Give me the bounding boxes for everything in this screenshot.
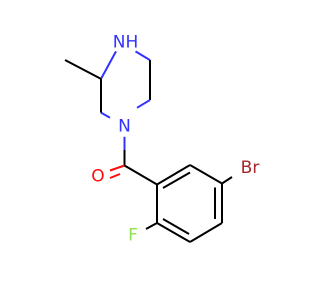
bond-ar1-ar2-inner bbox=[162, 171, 191, 189]
bond-nh-c2 bbox=[134, 50, 151, 61]
molecule-structure: NH N O Br F bbox=[64, 33, 260, 246]
bond-ar3-br bbox=[221, 176, 233, 185]
atom-o-label: O bbox=[91, 167, 104, 187]
bond-c3-n bbox=[136, 99, 151, 109]
bond-ar2-ar3 bbox=[189, 164, 223, 185]
atom-br-label: Br bbox=[241, 158, 260, 178]
bond-carbonyl-ring bbox=[123, 164, 158, 186]
bond-ar6-f bbox=[145, 222, 158, 230]
bond-ar5-ar6-inner bbox=[162, 218, 190, 235]
bond-carbonyl-o-2 bbox=[109, 173, 121, 179]
bond-ar4-ar5 bbox=[189, 222, 223, 243]
atom-nh-label: NH bbox=[113, 33, 139, 53]
bond-ar1-ar2 bbox=[156, 164, 191, 186]
bond-carbonyl-o-1 bbox=[109, 164, 125, 172]
bond-ar5-ar6 bbox=[156, 222, 191, 243]
atom-f-label: F bbox=[128, 226, 138, 246]
bond-n-c5 bbox=[100, 111, 111, 119]
bond-methyl bbox=[64, 59, 102, 80]
bond-c6-nh bbox=[100, 50, 117, 80]
atom-n-label: N bbox=[118, 117, 131, 137]
